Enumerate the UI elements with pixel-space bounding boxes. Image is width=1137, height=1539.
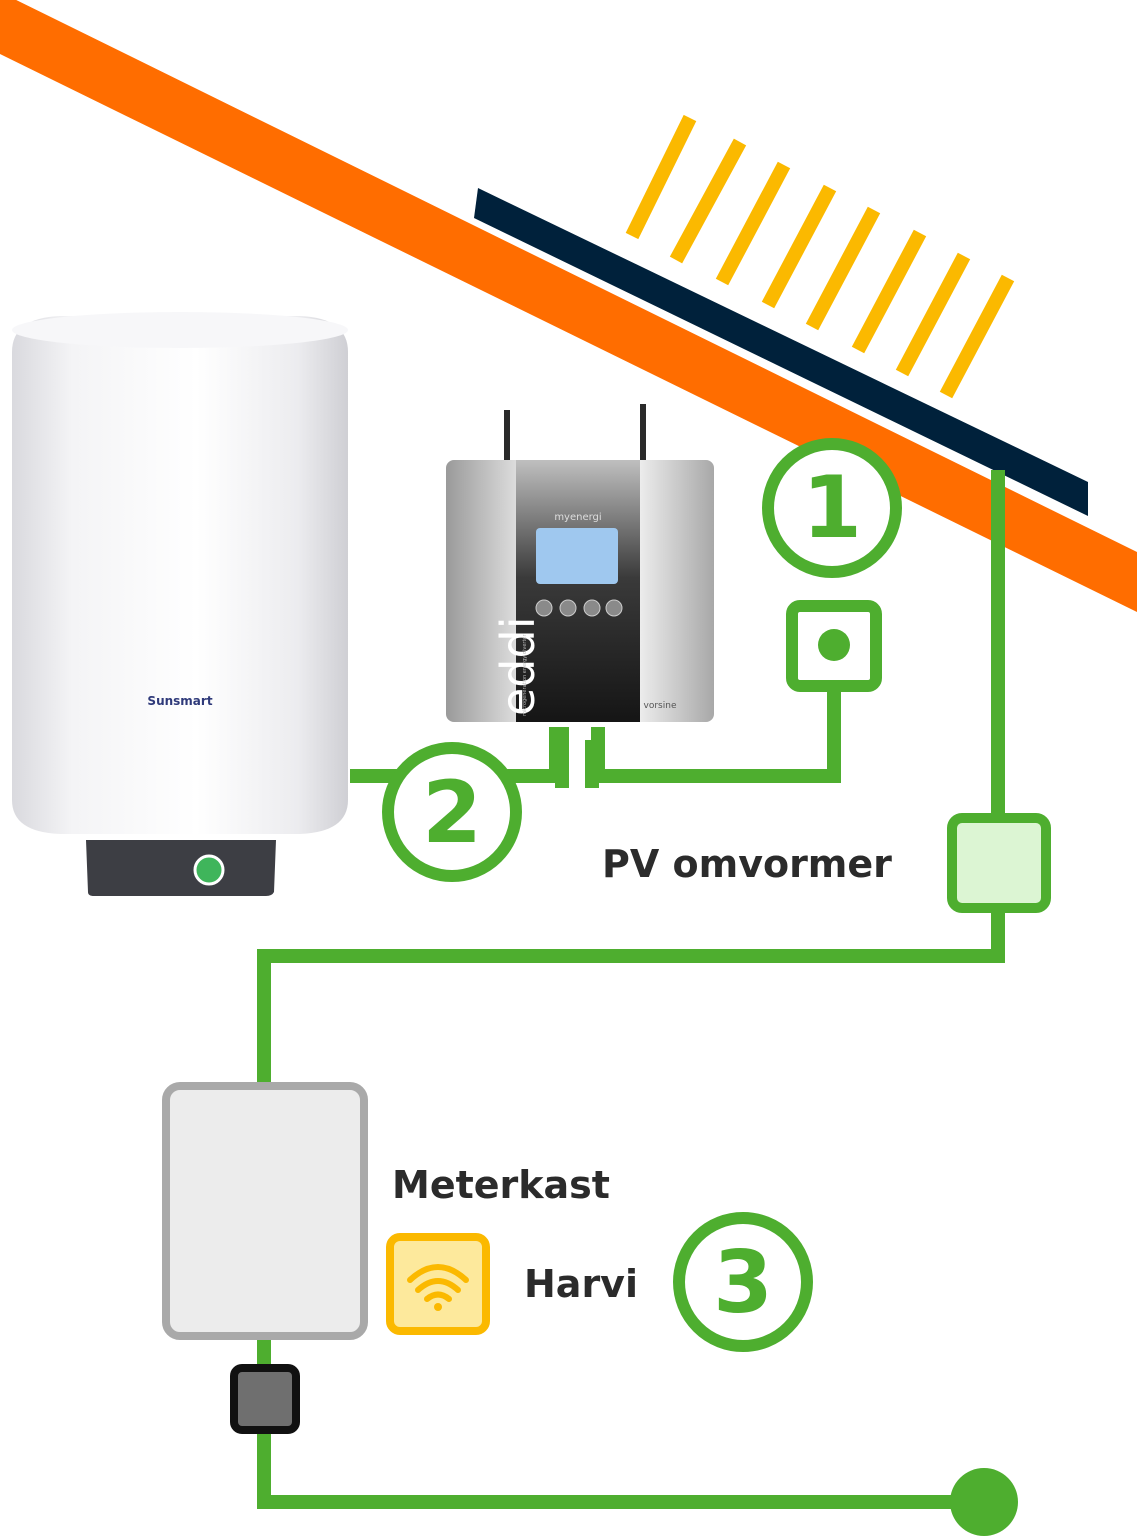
pv-inverter-box [947,813,1051,913]
meter-box-label: Meterkast [392,1163,610,1207]
harvi-device [386,1233,490,1335]
diverter-name: eddi [491,617,545,716]
harvi-label: Harvi [524,1262,638,1306]
step-number: 3 [713,1233,773,1333]
meter-sensor [230,1364,300,1434]
step-badge-3: 3 [673,1212,813,1352]
water-heater-brand: Sunsmart [147,694,212,708]
solar-panel [474,188,1088,516]
eddi-diverter: myenergi eddi microgeneration energy div… [446,404,714,722]
water-heater: Sunsmart [12,312,348,896]
diverter-maker: vorsine [644,701,677,711]
meter-box [162,1082,368,1340]
power-socket-icon [786,600,882,692]
step-number: 2 [422,763,482,863]
pv-inverter-label: PV omvormer [602,842,892,886]
diverter-brand: myenergi [554,512,601,523]
step-number: 1 [802,458,862,558]
wiring [257,470,1005,1509]
step-badge-2: 2 [382,742,522,882]
grid-connection-dot [950,1468,1018,1536]
step-badge-1: 1 [762,438,902,578]
sun-rays-icon [625,114,1015,399]
thermostat-dial-icon [193,854,225,886]
wifi-icon [407,1264,469,1302]
diverter-subtitle: microgeneration energy diverter [522,634,528,716]
